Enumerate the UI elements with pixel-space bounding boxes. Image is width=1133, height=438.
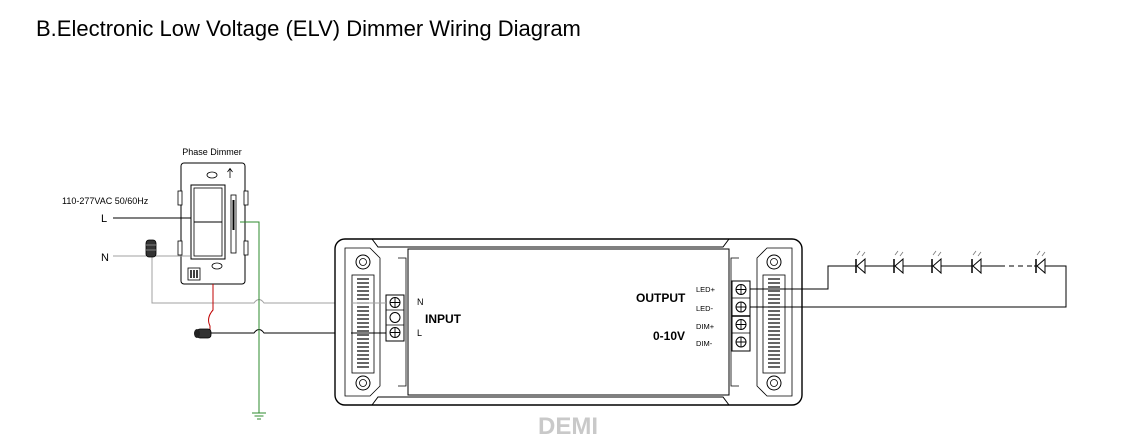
ground-icon [252,412,266,420]
left-wire-clamp [351,254,375,391]
watermark: DEMI [538,413,598,438]
supply-voltage-label: 110-277VAC 50/60Hz [62,196,149,206]
neutral-label: N [101,252,109,264]
led-icon [931,250,942,275]
line-output-wire [210,329,351,334]
driver-housing [334,238,803,406]
red-wire [208,284,214,330]
phase-dimmer: Phase Dimmer [177,147,249,285]
input-l-label: L [417,328,422,338]
led-output-wires [750,265,1067,308]
neutral-wire [113,255,351,304]
ground-wire [240,221,260,413]
dimmer-label: Phase Dimmer [182,147,242,157]
line-label: L [101,213,107,225]
led-icon [1035,250,1046,275]
led-icon [855,250,866,275]
dim-plus-label: DIM+ [696,322,715,331]
led-icon [893,250,904,275]
led-minus-label: LED- [696,304,714,313]
wire-nut-icon [194,328,212,339]
wire-nut-icon [145,239,157,258]
dim-label: 0-10V [653,329,685,343]
input-terminal-block [385,294,405,342]
dim-minus-label: DIM- [696,339,713,348]
output-label: OUTPUT [636,291,686,305]
output-terminal-block [731,280,751,352]
page-title: B.Electronic Low Voltage (ELV) Dimmer Wi… [36,16,581,41]
input-n-label: N [417,297,424,307]
input-label: INPUT [425,312,462,326]
led-plus-label: LED+ [696,285,716,294]
led-icon [971,250,982,275]
right-wire-clamp [762,254,786,391]
